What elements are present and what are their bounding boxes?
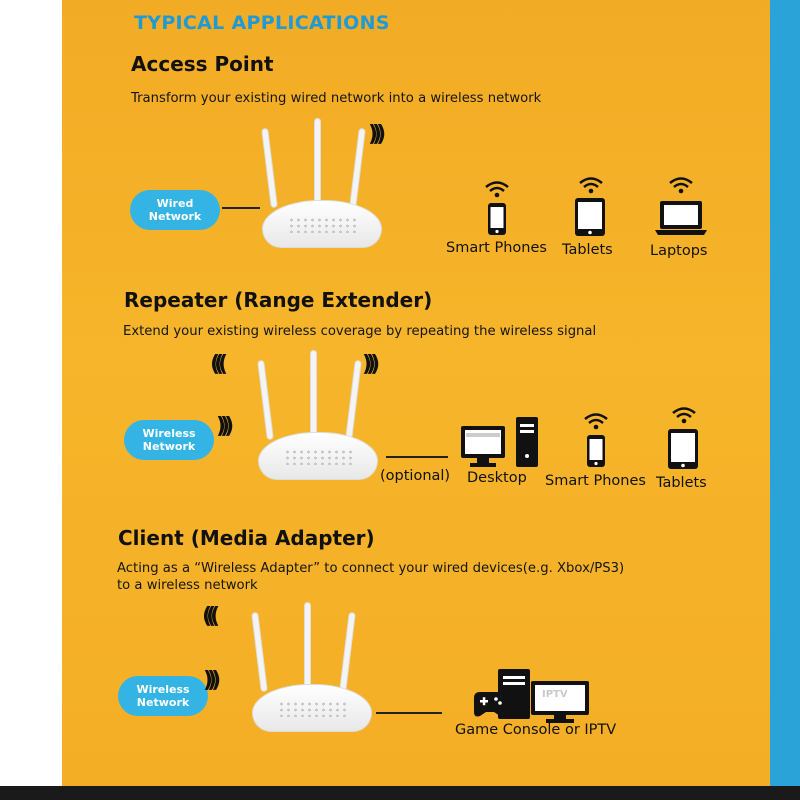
cloud-label-line1: Wireless (136, 683, 190, 696)
smart-phones-label: Smart Phones (545, 473, 646, 489)
wifi-icon (671, 406, 697, 424)
client-description-line1: Acting as a “Wireless Adapter” to connec… (117, 561, 625, 576)
signal-wave-icon: ))) (216, 414, 234, 439)
cloud-label-line2: Network (148, 210, 202, 223)
smartphone-icon (586, 434, 606, 468)
signal-wave-icon: ))) (216, 352, 229, 377)
smart-phones-label: Smart Phones (446, 240, 547, 256)
signal-wave-icon: ))) (203, 668, 221, 693)
client-description-line2: to a wireless network (117, 578, 258, 593)
optional-label: (optional) (380, 468, 451, 484)
game-console-label: Game Console or IPTV (455, 722, 617, 738)
cloud-label-line1: Wired (156, 197, 194, 210)
cloud-label-line1: Wireless (142, 427, 196, 440)
optional-connection-line (386, 456, 448, 458)
access-point-heading: Access Point (131, 52, 274, 76)
repeater-description: Extend your existing wireless coverage b… (123, 324, 597, 339)
laptop-icon (655, 200, 707, 236)
desktop-icon (460, 416, 542, 468)
wired-connection-line (222, 207, 260, 209)
signal-wave-icon: ))) (208, 604, 221, 629)
page-title: TYPICAL APPLICATIONS (134, 12, 390, 34)
box-edge-blue (770, 0, 800, 800)
box-edge-dark (0, 786, 800, 800)
repeater-heading: Repeater (Range Extender) (124, 288, 433, 312)
iptv-screen-text: IPTV (542, 689, 568, 700)
tablet-icon (667, 428, 699, 470)
wireless-network-cloud: Wireless Network (118, 664, 208, 716)
tablets-label: Tablets (656, 475, 707, 491)
wired-connection-line (376, 712, 442, 714)
cloud-label-line2: Network (136, 696, 190, 709)
desktop-label: Desktop (467, 470, 527, 486)
router-icon (251, 602, 382, 732)
wifi-icon (583, 412, 609, 430)
tv-icon: IPTV (530, 680, 590, 724)
wireless-network-cloud: Wireless Network (124, 408, 214, 460)
cloud-label-line2: Network (142, 440, 196, 453)
game-console-icon (472, 668, 532, 720)
signal-wave-icon: ))) (368, 122, 386, 147)
wired-network-cloud: Wired Network (130, 178, 220, 230)
client-heading: Client (Media Adapter) (118, 526, 375, 550)
smartphone-icon (487, 202, 507, 236)
wifi-icon (484, 180, 510, 198)
access-point-description: Transform your existing wired network in… (131, 91, 542, 106)
tablet-icon (574, 197, 606, 237)
tablets-label: Tablets (562, 242, 613, 258)
product-box-panel (62, 0, 770, 786)
wifi-icon (578, 176, 604, 194)
router-icon (261, 118, 392, 248)
router-icon (257, 350, 388, 480)
wifi-icon (668, 176, 694, 194)
laptops-label: Laptops (650, 243, 708, 259)
